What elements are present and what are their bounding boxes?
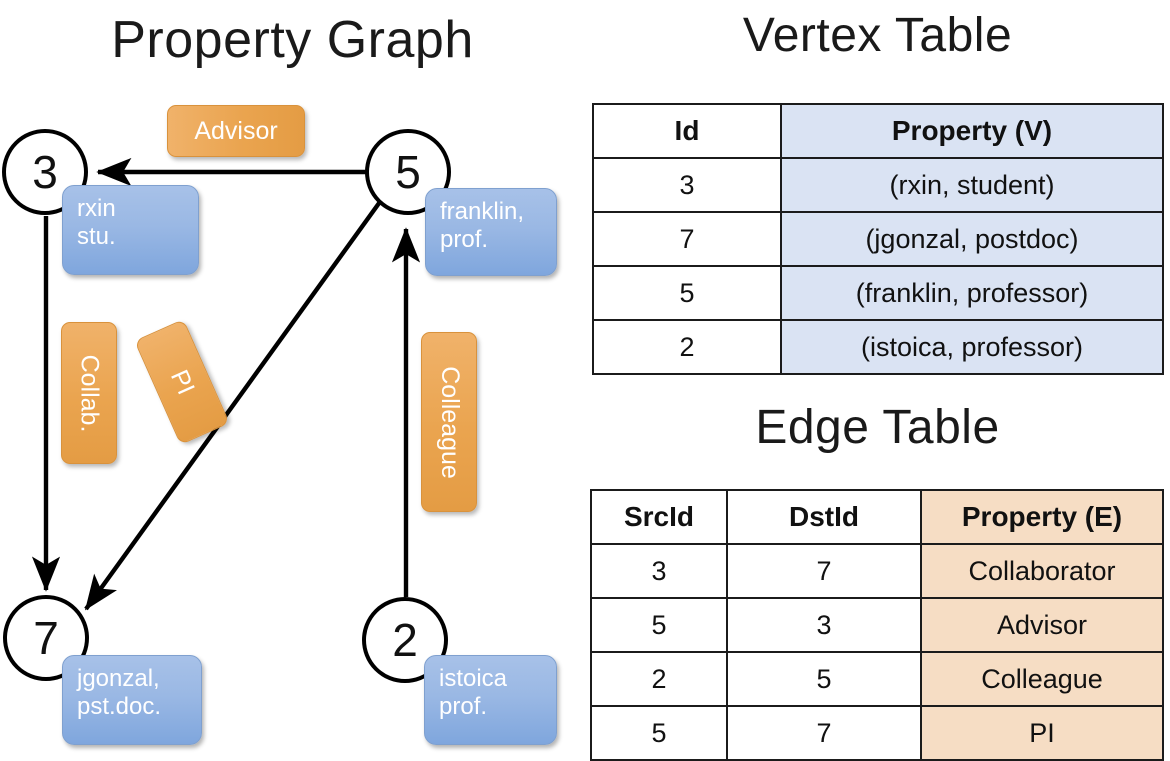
- edge-row-2-src: 2: [590, 651, 728, 707]
- edge-row-3-dst: 7: [726, 705, 922, 761]
- table-row[interactable]: 2 5 Colleague: [590, 651, 1164, 707]
- vertex-property-istoica-line1: istoica: [439, 665, 508, 692]
- vertex-table-header-property: Property (V): [780, 103, 1164, 159]
- edge-label-collab-text: Collab.: [75, 354, 104, 432]
- table-row[interactable]: 3 (rxin, student): [592, 157, 1164, 213]
- edge-label-colleague-text: Colleague: [435, 365, 464, 479]
- edge-row-3-src: 5: [590, 705, 728, 761]
- vertex-table-header-row: Id Property (V): [592, 103, 1164, 159]
- vertex-node-2-label: 2: [392, 614, 418, 666]
- table-row[interactable]: 5 3 Advisor: [590, 597, 1164, 653]
- vertex-row-0-property: (rxin, student): [780, 157, 1164, 213]
- vertex-row-1-property: (jgonzal, postdoc): [780, 211, 1164, 267]
- edge-table: SrcId DstId Property (E) 3 7 Collaborato…: [590, 489, 1164, 761]
- edge-label-advisor[interactable]: Advisor: [167, 105, 305, 157]
- vertex-property-rxin-line2: stu.: [77, 223, 116, 251]
- vertex-property-box-rxin[interactable]: rxin stu.: [62, 185, 199, 275]
- property-graph-diagram: 3 5 7 2 rxin stu. franklin, prof. jgonza…: [0, 0, 585, 760]
- vertex-property-jgonzal-line2: pst.doc.: [77, 693, 162, 721]
- vertex-node-5-label: 5: [395, 146, 421, 198]
- vertex-node-2[interactable]: 2: [362, 597, 448, 683]
- edge-table-header-row: SrcId DstId Property (E): [590, 489, 1164, 545]
- vertex-property-rxin-line1: rxin: [77, 195, 116, 222]
- edge-row-2-property: Colleague: [920, 651, 1164, 707]
- vertex-row-0-id: 3: [592, 157, 782, 213]
- vertex-row-2-id: 5: [592, 265, 782, 321]
- edge-row-1-dst: 3: [726, 597, 922, 653]
- edge-table-header-property: Property (E): [920, 489, 1164, 545]
- vertex-node-3-label: 3: [32, 146, 58, 198]
- page-title-edge-table: Edge Table: [755, 401, 1000, 454]
- edge-arrow-5-to-7: [84, 197, 384, 611]
- edge-label-collab[interactable]: Collab.: [61, 322, 117, 464]
- table-row[interactable]: 7 (jgonzal, postdoc): [592, 211, 1164, 267]
- table-row[interactable]: 3 7 Collaborator: [590, 543, 1164, 599]
- vertex-property-box-jgonzal[interactable]: jgonzal, pst.doc.: [62, 655, 202, 745]
- graph-edge-lines: [31, 157, 421, 611]
- edge-row-2-dst: 5: [726, 651, 922, 707]
- edge-table-header-srcid: SrcId: [590, 489, 728, 545]
- vertex-node-5[interactable]: 5: [365, 129, 451, 215]
- vertex-table-header-id: Id: [592, 103, 782, 159]
- edge-row-1-src: 5: [590, 597, 728, 653]
- table-row[interactable]: 2 (istoica, professor): [592, 319, 1164, 375]
- table-row[interactable]: 5 (franklin, professor): [592, 265, 1164, 321]
- edge-row-1-property: Advisor: [920, 597, 1164, 653]
- table-row[interactable]: 5 7 PI: [590, 705, 1164, 761]
- edge-row-0-src: 3: [590, 543, 728, 599]
- edge-row-3-property: PI: [920, 705, 1164, 761]
- edge-label-pi-text: PI: [164, 365, 201, 399]
- page-title-vertex-table: Vertex Table: [742, 9, 1013, 62]
- vertex-row-3-id: 2: [592, 319, 782, 375]
- vertex-property-jgonzal-line1: jgonzal,: [77, 665, 160, 692]
- edge-row-0-dst: 7: [726, 543, 922, 599]
- vertex-row-1-id: 7: [592, 211, 782, 267]
- vertex-property-franklin-line1: franklin,: [440, 198, 525, 225]
- edge-row-0-property: Collaborator: [920, 543, 1164, 599]
- edge-label-colleague[interactable]: Colleague: [421, 332, 477, 512]
- vertex-property-box-istoica[interactable]: istoica prof.: [424, 655, 557, 745]
- vertex-node-7-label: 7: [33, 612, 59, 664]
- edge-label-advisor-text: Advisor: [194, 116, 278, 145]
- page-title-property-graph: Property Graph: [111, 11, 474, 69]
- edge-table-header-dstid: DstId: [726, 489, 922, 545]
- vertex-property-franklin-line2: prof.: [440, 226, 489, 254]
- vertex-row-2-property: (franklin, professor): [780, 265, 1164, 321]
- vertex-property-istoica-line2: prof.: [439, 693, 488, 721]
- vertex-property-box-franklin[interactable]: franklin, prof.: [425, 188, 557, 276]
- vertex-table: Id Property (V) 3 (rxin, student) 7 (jgo…: [592, 103, 1164, 375]
- vertex-row-3-property: (istoica, professor): [780, 319, 1164, 375]
